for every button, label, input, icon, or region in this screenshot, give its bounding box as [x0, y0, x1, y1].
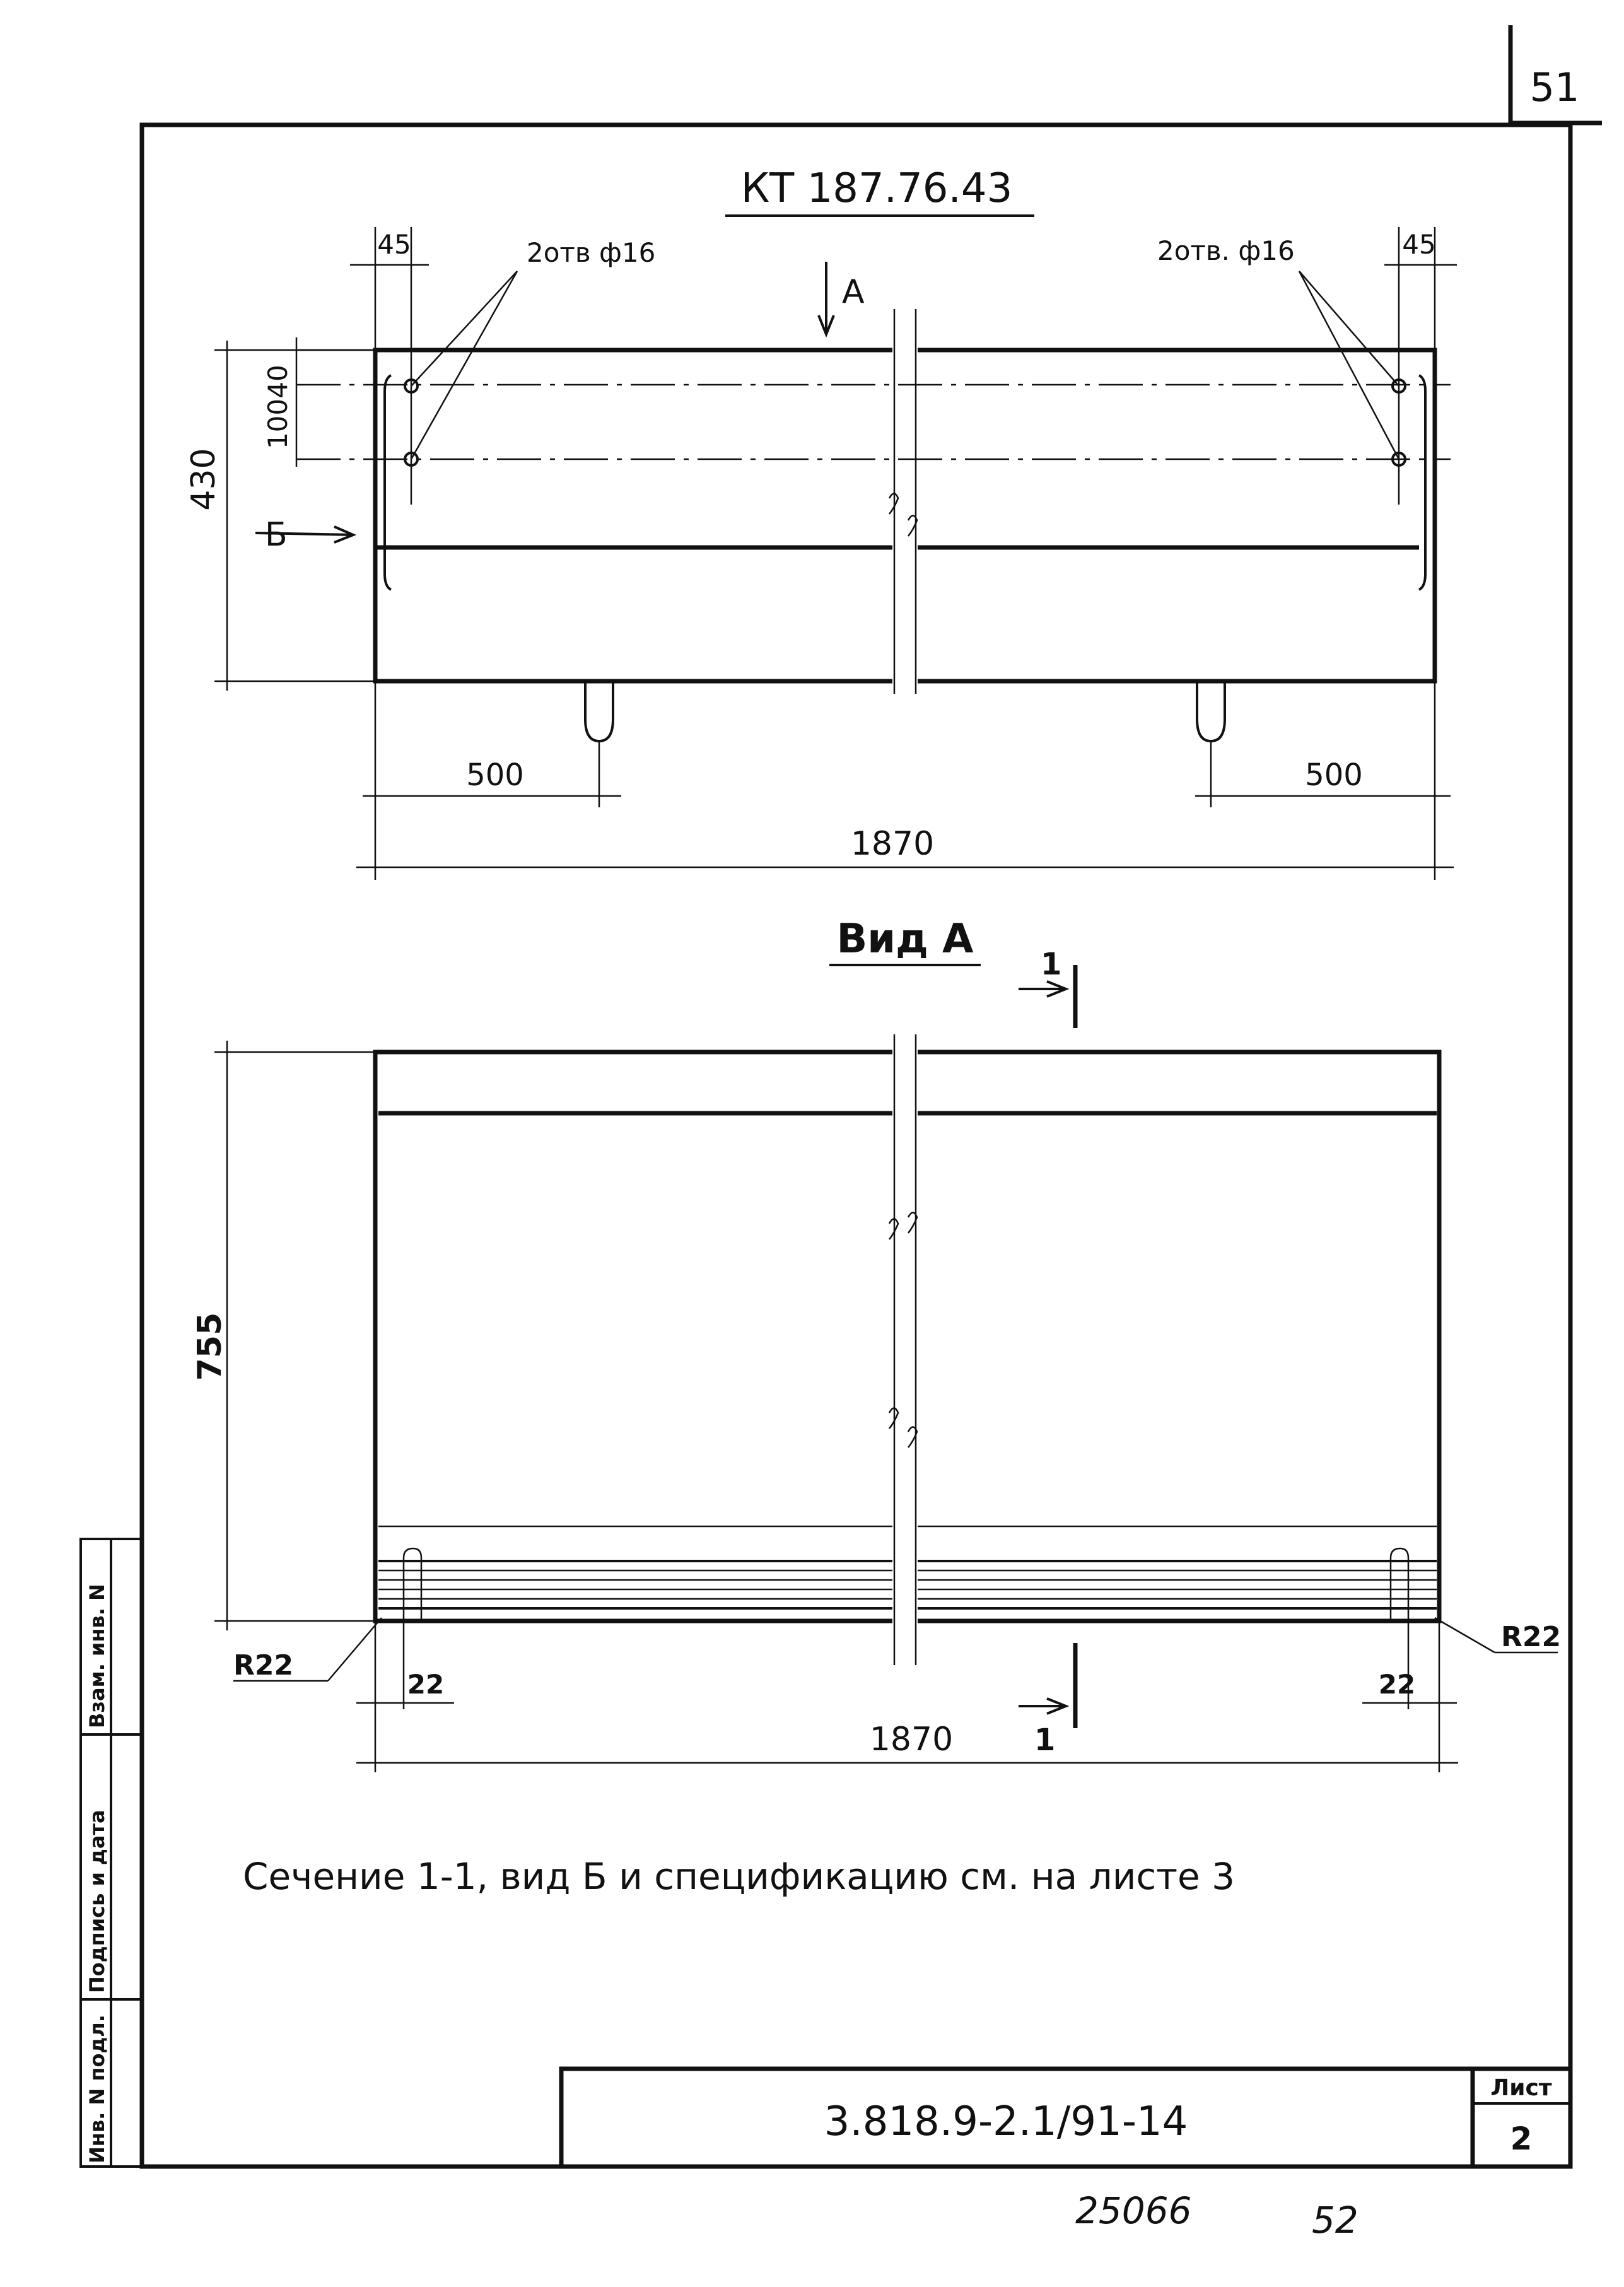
view-a-body-right	[918, 1050, 1442, 1623]
stamp-inv-label: Инв. N подл.	[85, 2015, 109, 2163]
radius-left: R22	[233, 1649, 293, 1682]
side-arrow	[255, 532, 354, 536]
footer-number-1: 25066	[1075, 2189, 1192, 2232]
dim-45-right: 45	[1402, 229, 1435, 260]
end-rebar-left	[402, 1547, 423, 1621]
dim-500-left: 500	[466, 757, 524, 793]
beam-body-left	[373, 348, 892, 684]
end-notch-right	[1418, 374, 1427, 591]
side-stamp: Инв. N подл. Подпись и дата Взам. инв. N	[79, 1538, 143, 2168]
end-rebar-right	[1389, 1547, 1410, 1621]
view-a-title: Вид А	[836, 916, 974, 962]
hole-note-right: 2отв. ф16	[1157, 235, 1295, 266]
beam-body-right	[918, 348, 1437, 684]
footer-number-2: 52	[1312, 2199, 1358, 2242]
reference-note: Сечение 1-1, вид Б и спецификацию см. на…	[243, 1855, 1235, 1898]
top-view: КТ 187.76.43 А 2отв ф16 2отв. ф16	[185, 165, 1457, 880]
page-number: 51	[1530, 64, 1580, 110]
side-arrow-label: Б	[265, 516, 288, 554]
title-block: 3.818.9-2.1/91-14 Лист 2	[559, 2066, 1573, 2169]
product-title: КТ 187.76.43	[741, 165, 1013, 212]
view-a-dim-length-1870: 1870	[870, 1721, 953, 1758]
dim-100: 100	[262, 399, 293, 449]
view-a-body-left	[373, 1050, 892, 1623]
dim-500-right: 500	[1305, 757, 1363, 793]
section-mark-bottom: 1	[1034, 1723, 1055, 1758]
dim-40: 40	[262, 365, 293, 398]
dim-22-left: 22	[407, 1669, 444, 1700]
title-block-frame	[559, 2066, 1573, 2169]
end-notch-left	[383, 374, 392, 591]
view-arrow-a-label: А	[842, 273, 865, 311]
break-mark	[888, 493, 899, 515]
sheet-number: 2	[1510, 2120, 1533, 2157]
stamp-replace-label: Взам. инв. N	[85, 1584, 109, 1728]
hole-note-left: 2отв ф16	[527, 237, 655, 268]
dim-45-left: 45	[377, 229, 411, 260]
lifting-loop-left	[584, 681, 614, 743]
radius-right: R22	[1501, 1621, 1561, 1653]
document-code: 3.818.9-2.1/91-14	[824, 2098, 1188, 2145]
section-mark-top: 1	[1041, 947, 1061, 982]
lifting-loop-right	[1196, 681, 1226, 743]
stamp-signature-label: Подпись и дата	[85, 1810, 109, 1993]
dim-height-755: 755	[191, 1313, 229, 1381]
dim-length-1870: 1870	[851, 825, 934, 863]
dim-22-right: 22	[1379, 1669, 1415, 1700]
sheet-label: Лист	[1490, 2075, 1551, 2101]
view-a: Вид А 1	[191, 916, 1561, 1772]
dim-height-430: 430	[185, 448, 223, 510]
